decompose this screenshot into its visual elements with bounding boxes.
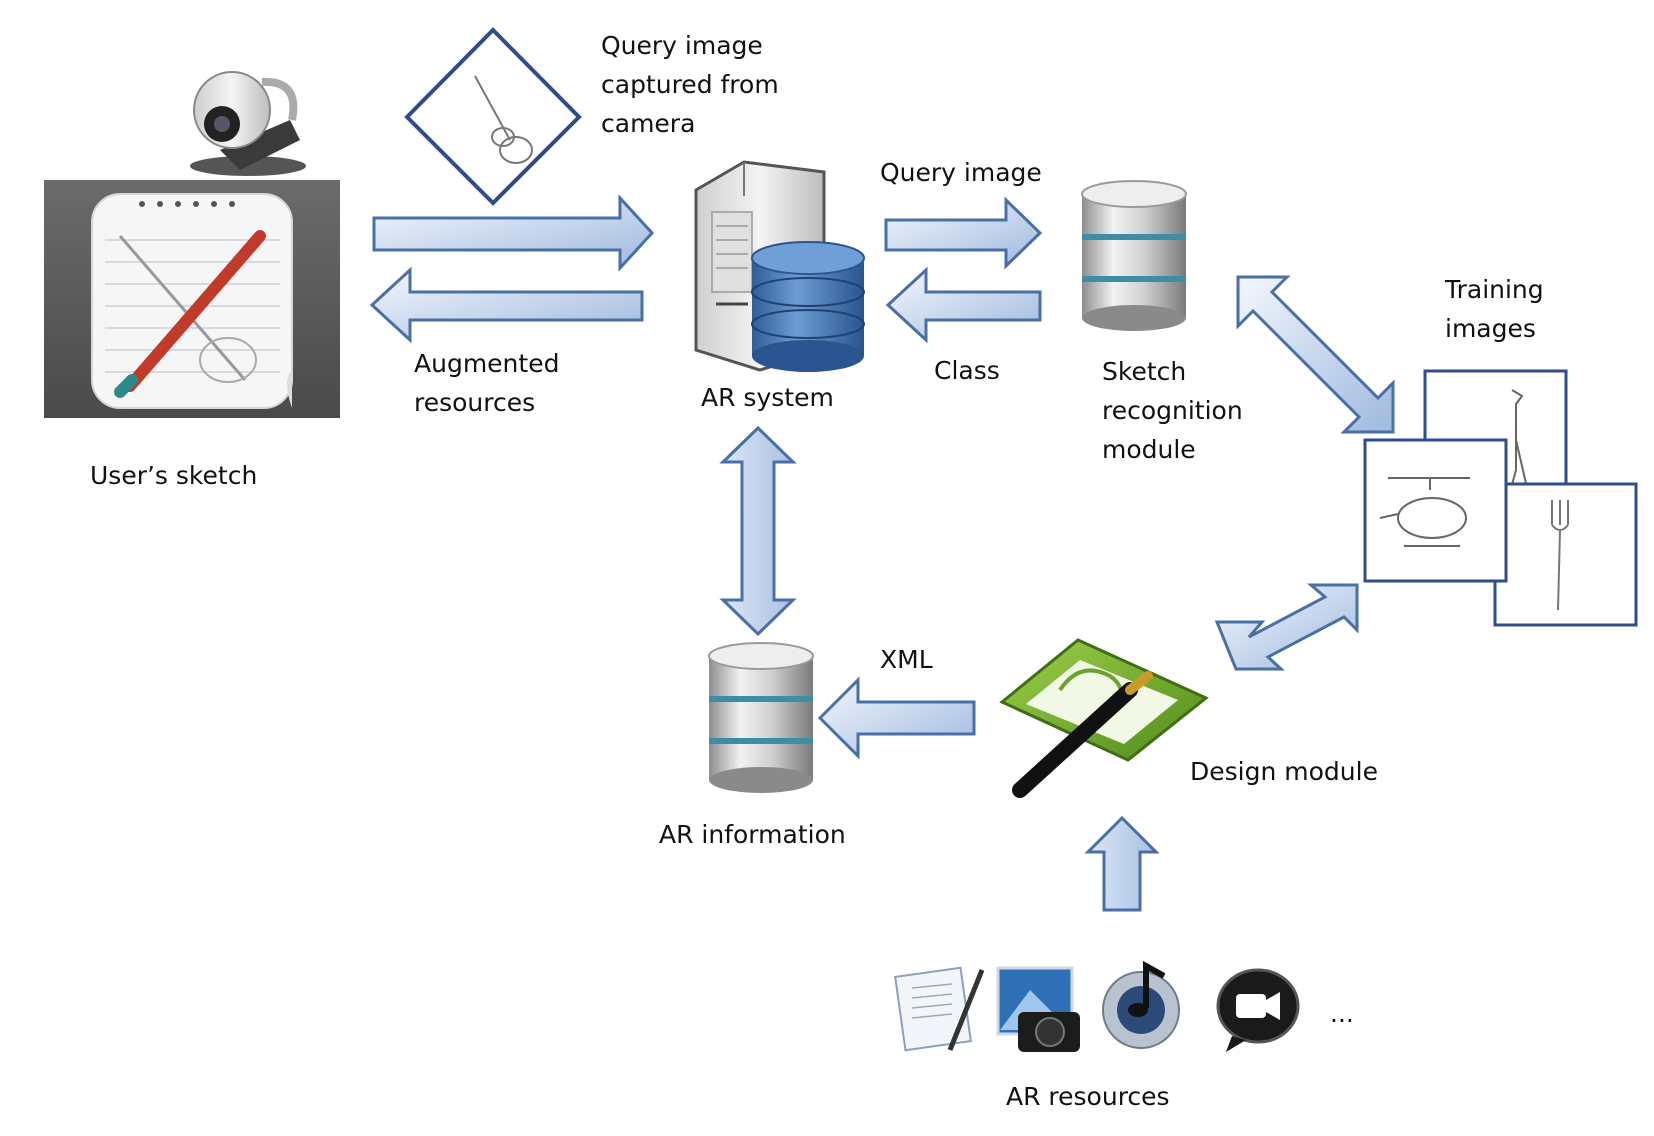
design-pen-icon xyxy=(999,638,1209,798)
webcam-icon xyxy=(190,71,306,176)
label-ar-information: AR information xyxy=(659,820,846,849)
label-query-captured: Query image captured from camera xyxy=(601,31,779,138)
sketch-module-database-icon xyxy=(1081,180,1187,332)
arrow-to-ar-system xyxy=(372,194,655,272)
query-image-frame xyxy=(404,27,582,206)
training-images-frames xyxy=(1363,369,1638,627)
label-augmented-resources: Augmented resources xyxy=(414,349,560,417)
sketch-notepad-icon xyxy=(44,180,340,418)
arrow-resources-design xyxy=(1084,815,1160,912)
fork-sketch-icon xyxy=(1551,500,1569,611)
arrow-class xyxy=(885,266,1042,344)
label-ellipsis: ... xyxy=(1330,999,1354,1028)
document-icon xyxy=(894,966,985,1052)
database-icon xyxy=(751,241,865,372)
arrow-design-training xyxy=(1214,583,1359,671)
guitar-sketch-icon xyxy=(474,75,533,164)
label-sketch-recognition-module: Sketch recognition module xyxy=(1102,357,1243,464)
label-ar-resources: AR resources xyxy=(1006,1082,1170,1111)
arrow-ar-system-information xyxy=(719,425,797,637)
label-users-sketch: User’s sketch xyxy=(90,461,258,490)
video-chat-icon xyxy=(1216,968,1300,1052)
label-ar-system: AR system xyxy=(701,383,834,412)
label-design-module: Design module xyxy=(1190,757,1378,786)
music-icon xyxy=(1102,960,1180,1049)
ar-information-database-icon xyxy=(708,642,814,794)
helicopter-sketch-icon xyxy=(1379,477,1470,547)
label-xml: XML xyxy=(880,645,933,674)
arrow-query-image xyxy=(884,196,1043,270)
photo-icon xyxy=(996,966,1080,1052)
arrow-sketch-training xyxy=(1236,275,1395,434)
label-query-image: Query image xyxy=(880,158,1042,187)
label-training-images: Training images xyxy=(1445,275,1544,343)
label-class: Class xyxy=(934,356,1000,385)
arrow-to-user xyxy=(369,266,644,344)
arrow-xml xyxy=(817,676,976,760)
